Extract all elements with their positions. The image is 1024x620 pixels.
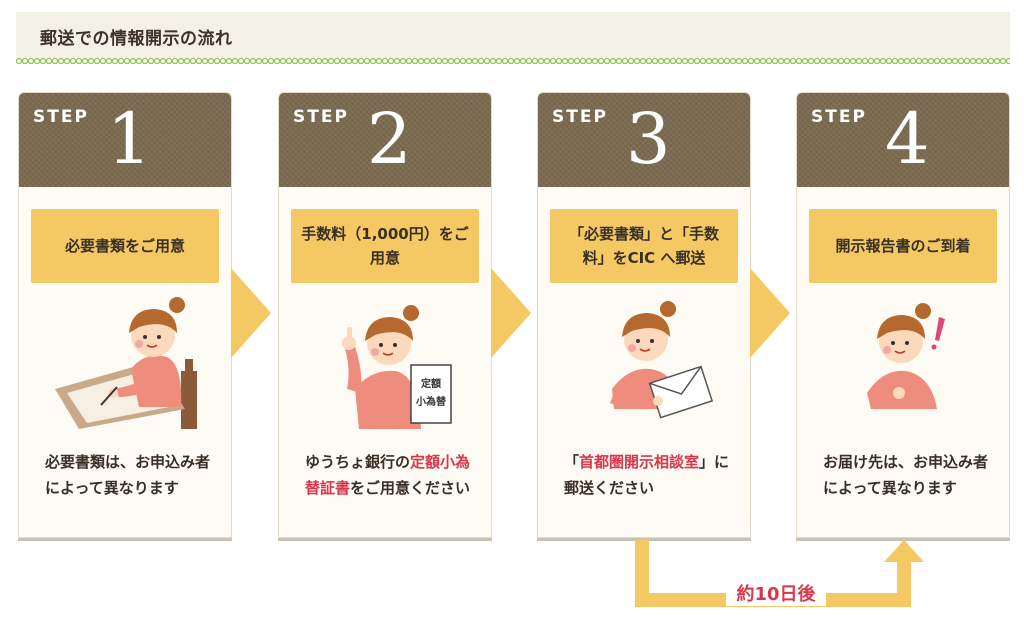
step-header: STEP 3 xyxy=(538,93,750,187)
step-card-4: STEP 4 開示報告書のご到着 お届け先は、お申込み者によって異なります xyxy=(796,92,1010,538)
step-description: 必要書類は、お申込み者によって異なります xyxy=(45,449,215,501)
next-arrow-icon xyxy=(231,268,271,358)
step-header: STEP 2 xyxy=(279,93,491,187)
section-header: 郵送での情報開示の流れ xyxy=(16,12,1010,58)
step-label: STEP xyxy=(33,107,89,127)
step-card-2: STEP 2 手数料（1,000円）をご用意 定額 小為替 ゆうちょ銀行の定額小… xyxy=(278,92,492,538)
step-title-box: 開示報告書のご到着 xyxy=(809,209,997,283)
desc-highlight: 首都圏開示相談室 xyxy=(579,453,700,471)
step-number: 2 xyxy=(367,98,412,180)
delivery-time-label: 約10日後 xyxy=(726,580,826,606)
svg-text:定額: 定額 xyxy=(421,377,441,390)
step-card-1: STEP 1 必要書類をご用意 必要書類は、お申込み者によって異なります xyxy=(18,92,232,538)
step-description: ゆうちょ銀行の定額小為替証書をご用意ください xyxy=(305,449,475,501)
step-label: STEP xyxy=(811,107,867,127)
desc-text: 」に郵送ください xyxy=(564,453,730,497)
step-title-box: 「必要書類」と「手数料」をCIC へ郵送 xyxy=(550,209,738,283)
woman-mailing-envelope-illustration xyxy=(610,301,714,419)
svg-text:小為替: 小為替 xyxy=(415,395,447,408)
desc-text: 「 xyxy=(564,453,580,471)
step-label: STEP xyxy=(293,107,349,127)
delivery-flow-arrow-icon xyxy=(635,540,924,607)
step-title-box: 手数料（1,000円）をご用意 xyxy=(291,209,479,283)
next-arrow-icon xyxy=(491,268,531,358)
desc-text: お届け先は、お申込み者によって異なります xyxy=(823,453,989,497)
step-header: STEP 4 xyxy=(797,93,1009,187)
step-description: お届け先は、お申込み者によって異なります xyxy=(823,449,993,501)
woman-holding-money-order-illustration: 定額 小為替 xyxy=(342,305,452,429)
step-header: STEP 1 xyxy=(19,93,231,187)
step-label: STEP xyxy=(552,107,608,127)
step-number: 1 xyxy=(107,98,152,180)
desc-text: ゆうちょ銀行の xyxy=(305,453,411,471)
desc-highlight: 定額小為替証書 xyxy=(305,453,471,497)
desc-text: 必要書類は、お申込み者によって異なります xyxy=(45,453,211,497)
dotted-divider xyxy=(16,58,1010,64)
step-description: 「首都圏開示相談室」に郵送ください xyxy=(564,449,734,501)
desc-text: をご用意ください xyxy=(350,479,471,497)
step-number: 3 xyxy=(626,98,671,180)
section-title: 郵送での情報開示の流れ xyxy=(40,29,233,49)
woman-surprised-illustration xyxy=(867,303,945,409)
woman-writing-illustration xyxy=(55,297,197,429)
next-arrow-icon xyxy=(750,268,790,358)
step-title-box: 必要書類をご用意 xyxy=(31,209,219,283)
step-card-3: STEP 3 「必要書類」と「手数料」をCIC へ郵送 「首都圏開示相談室」に郵… xyxy=(537,92,751,538)
step-number: 4 xyxy=(885,98,930,180)
